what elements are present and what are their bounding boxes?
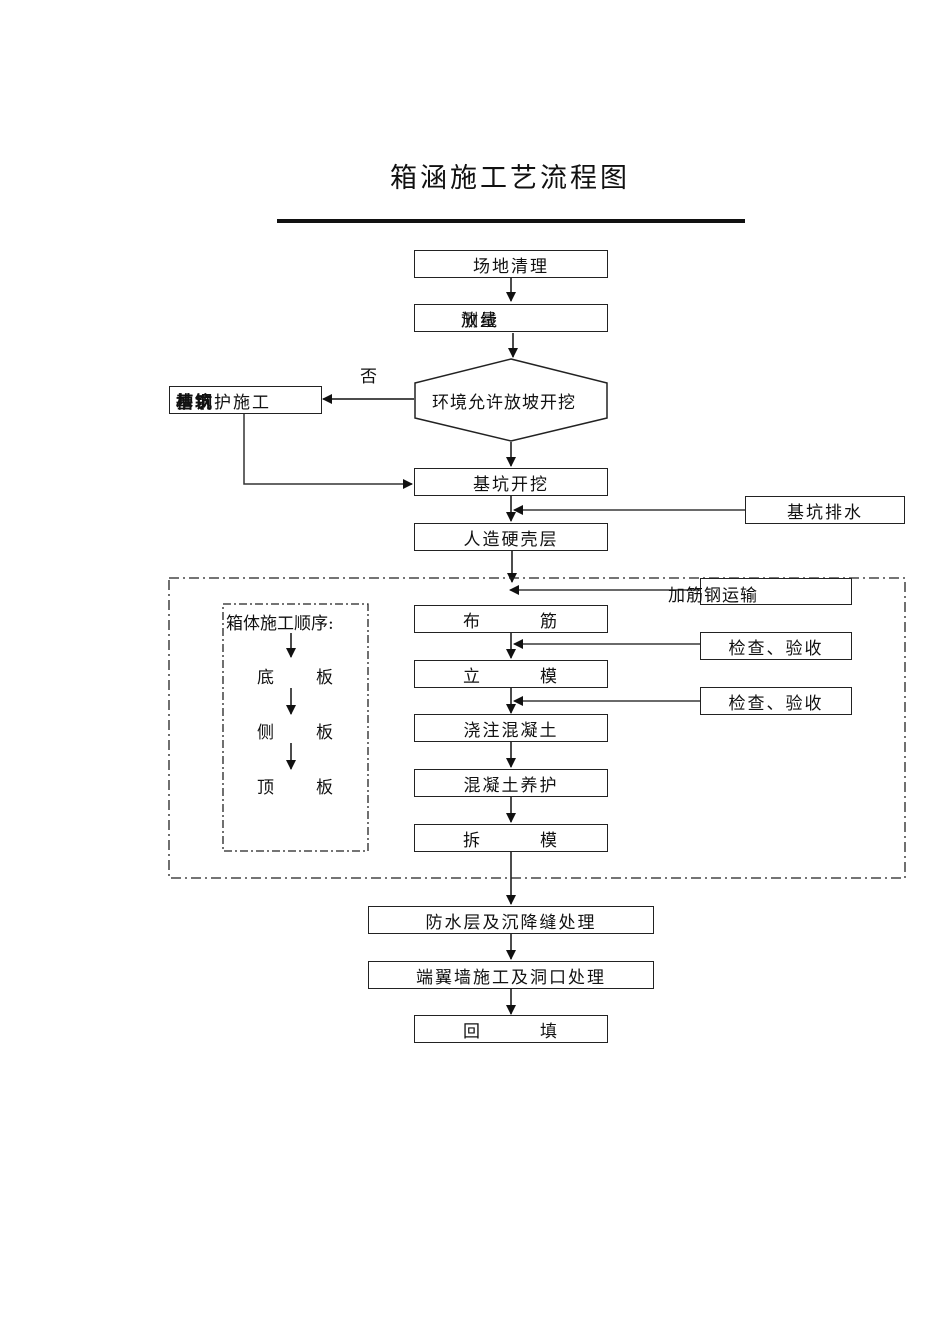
inspect-label: 检查、验收	[728, 638, 824, 659]
inspect-label: 检查、验收	[728, 693, 824, 714]
step-label: 混凝土养护	[463, 775, 559, 796]
step-pour: 浇注混凝土	[414, 714, 608, 742]
seq-item-top-l: 顶	[257, 778, 274, 798]
seq-item-bottom-l: 底	[257, 668, 274, 688]
seq-item-bottom-r: 板	[316, 668, 333, 688]
sequence-panel-frame	[222, 603, 369, 852]
seq-item-side-r: 板	[316, 723, 333, 743]
decision-no-label: 否	[360, 367, 377, 387]
drainage-label: 基坑排水	[787, 502, 863, 523]
decision-hexagon	[414, 358, 608, 442]
step-label-left: 拆	[463, 830, 482, 851]
step-label-right: 模	[540, 666, 559, 687]
support-label-rest: 护施工	[214, 392, 271, 413]
step-label: 防水层及沉降缝处理	[425, 912, 597, 933]
support-label-b: 基坑	[176, 392, 214, 413]
diagram-title: 箱涵施工艺流程图	[390, 163, 630, 194]
step-label-b: 放线	[461, 310, 499, 331]
step-rebar: 布 筋	[414, 605, 608, 633]
step-site-clearing: 场地清理	[414, 250, 608, 278]
step-waterproof: 防水层及沉降缝处理	[368, 906, 654, 934]
step-hard-shell: 人造硬壳层	[414, 523, 608, 551]
step-label-right: 模	[540, 830, 559, 851]
step-backfill: 回 填	[414, 1015, 608, 1043]
step-label-left: 布	[463, 611, 482, 632]
support-label-a: 槽钢	[176, 392, 214, 413]
step-label-right: 筋	[540, 611, 559, 632]
connector-support-to-pit	[243, 414, 413, 489]
step-label-a: 测量	[461, 310, 499, 331]
step-label-left: 回	[463, 1021, 482, 1042]
title-underline	[277, 219, 745, 223]
step-label-overlap: 测量 放线	[461, 306, 499, 331]
step-label: 基坑开挖	[473, 474, 549, 495]
step-survey: 测量 放线	[414, 304, 608, 332]
step-label: 人造硬壳层	[463, 529, 559, 550]
step-curing: 混凝土养护	[414, 769, 608, 797]
step-wing-wall: 端翼墙施工及洞口处理	[368, 961, 654, 989]
step-demold: 拆 模	[414, 824, 608, 852]
sequence-heading: 箱体施工顺序:	[226, 614, 334, 634]
step-label-left: 立	[463, 666, 482, 687]
side-inspect-2: 检查、验收	[700, 687, 852, 715]
step-pit-excavation: 基坑开挖	[414, 468, 608, 496]
side-support-construction: 槽钢 基坑 护施工	[169, 386, 322, 414]
step-label: 端翼墙施工及洞口处理	[416, 967, 606, 988]
support-label-overlap: 槽钢 基坑	[176, 388, 214, 413]
side-inspect-1: 检查、验收	[700, 632, 852, 660]
step-label-right: 填	[540, 1021, 559, 1042]
seq-item-side-l: 侧	[257, 723, 274, 743]
step-label: 浇注混凝土	[463, 720, 559, 741]
box-construction-group	[168, 577, 906, 879]
decision-label: 环境允许放坡开挖	[432, 393, 576, 413]
side-drainage: 基坑排水	[745, 496, 905, 524]
side-rebar-transport	[700, 578, 852, 605]
step-label: 场地清理	[473, 256, 549, 277]
step-formwork: 立 模	[414, 660, 608, 688]
seq-item-top-r: 板	[316, 778, 333, 798]
rebar-transport-label: 加筋钢运输	[668, 586, 758, 606]
